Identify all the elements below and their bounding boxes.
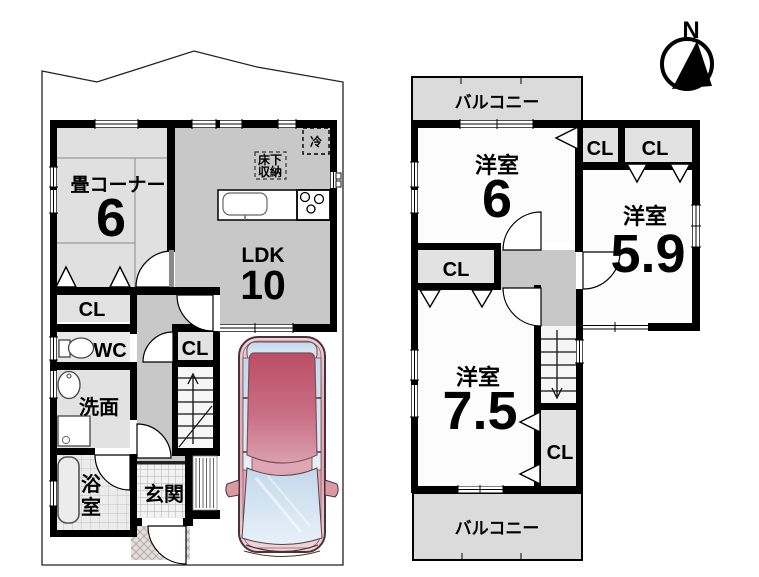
closet-c-label: CL bbox=[443, 259, 470, 281]
stairs-arrow-down bbox=[551, 330, 563, 400]
room75-label: 洋室 bbox=[456, 365, 500, 390]
stove-icon bbox=[296, 189, 331, 221]
tatami-label: 畳コーナー bbox=[70, 174, 165, 196]
closet-b-door-mark1 bbox=[625, 163, 649, 184]
room-75 bbox=[418, 290, 534, 486]
room59-door bbox=[582, 251, 621, 290]
bathroom-char2: 室 bbox=[81, 495, 101, 519]
tatami-closet-door-mark2 bbox=[108, 265, 132, 288]
closet-d-label: CL bbox=[547, 442, 574, 464]
washing-machine-icon bbox=[57, 415, 91, 447]
washroom-door bbox=[136, 423, 172, 459]
entrance-step bbox=[137, 461, 185, 465]
wc-door bbox=[142, 331, 174, 363]
tatami-size: 6 bbox=[96, 188, 126, 248]
bathtub-icon bbox=[57, 456, 80, 524]
kitchen-sink bbox=[222, 192, 268, 216]
closet-b-label: CL bbox=[642, 138, 669, 160]
ldk-size: 10 bbox=[240, 262, 286, 308]
closet-1f-label: CL bbox=[79, 299, 106, 321]
room6-door bbox=[502, 211, 542, 251]
hall-2f-b bbox=[541, 289, 576, 326]
wc-label: WC bbox=[93, 340, 126, 362]
compass-icon: N bbox=[660, 17, 714, 91]
refrigerator-box bbox=[302, 127, 330, 155]
balcony-ticks bbox=[460, 77, 522, 560]
hall-lower bbox=[173, 456, 185, 464]
room59-label: 洋室 bbox=[623, 204, 667, 229]
entrance-tiles bbox=[137, 464, 185, 518]
windows-2f bbox=[410, 119, 701, 494]
bathroom-char1: 浴 bbox=[81, 473, 102, 496]
room75-size: 7.5 bbox=[442, 381, 517, 441]
closet-d-door-mark1 bbox=[518, 410, 541, 434]
closet-a-room bbox=[583, 128, 618, 162]
stairs-arrow-up bbox=[187, 372, 199, 444]
refrigerator-label: 冷 bbox=[310, 134, 322, 149]
closet-d-room bbox=[541, 410, 576, 486]
room75-door bbox=[502, 287, 542, 327]
closet-c-door-mark2 bbox=[470, 289, 494, 309]
closet-c-door-mark1 bbox=[418, 289, 442, 309]
balcony-top bbox=[411, 76, 583, 122]
closet-d-door-mark2 bbox=[518, 462, 541, 486]
closet-c-room bbox=[418, 250, 494, 283]
floor2-plan: バルコニー 洋室 6 CL CL 洋室 5.9 CL 洋室 7.5 CL バルコ… bbox=[410, 76, 701, 561]
underfloor-line1: 床下 bbox=[258, 152, 282, 167]
underfloor-line2: 収納 bbox=[258, 164, 282, 179]
balcony-top-label: バルコニー bbox=[455, 93, 540, 112]
kitchen-counter bbox=[217, 189, 331, 221]
room-59 bbox=[583, 170, 692, 323]
room-6 bbox=[418, 128, 575, 243]
compass-north-label: N bbox=[682, 17, 699, 44]
tatami-grid bbox=[57, 157, 172, 287]
closet-1f bbox=[57, 295, 130, 322]
bath-door bbox=[94, 454, 131, 491]
closet-b-room bbox=[625, 128, 692, 162]
windows-1f bbox=[49, 119, 342, 526]
tatami-door-leaf bbox=[169, 250, 174, 287]
room59-size: 5.9 bbox=[610, 224, 685, 284]
car-icon bbox=[225, 336, 339, 557]
closet-a-door-mark bbox=[554, 125, 579, 151]
front-door bbox=[147, 525, 187, 565]
sink-icon bbox=[57, 370, 81, 400]
entrance-label: 玄関 bbox=[144, 482, 184, 506]
hall-2f bbox=[501, 250, 576, 289]
closet-a-label: CL bbox=[587, 138, 614, 160]
balcony-bottom-label: バルコニー bbox=[455, 519, 540, 538]
hall-closet-label: CL bbox=[182, 338, 209, 360]
room6-label: 洋室 bbox=[475, 153, 519, 178]
closet-b-door-mark2 bbox=[668, 163, 692, 184]
washroom-label: 洗面 bbox=[79, 396, 119, 419]
toilet-icon bbox=[58, 337, 95, 359]
floor1-plan: 畳コーナー 6 LDK 10 床下 収納 冷 CL WC CL 洗面 浴 室 玄… bbox=[49, 119, 342, 565]
outdoor-steps bbox=[192, 455, 218, 511]
tatami-door bbox=[135, 250, 173, 288]
room6-size: 6 bbox=[482, 169, 512, 229]
underfloor-storage-box bbox=[254, 151, 287, 180]
ldk-label: LDK bbox=[241, 244, 284, 267]
tatami-closet-door-mark bbox=[54, 265, 78, 288]
hall-closet-room bbox=[178, 332, 213, 360]
hall-door bbox=[176, 294, 214, 332]
balcony-bottom bbox=[412, 492, 583, 561]
stairs-2f-treads bbox=[541, 338, 576, 392]
